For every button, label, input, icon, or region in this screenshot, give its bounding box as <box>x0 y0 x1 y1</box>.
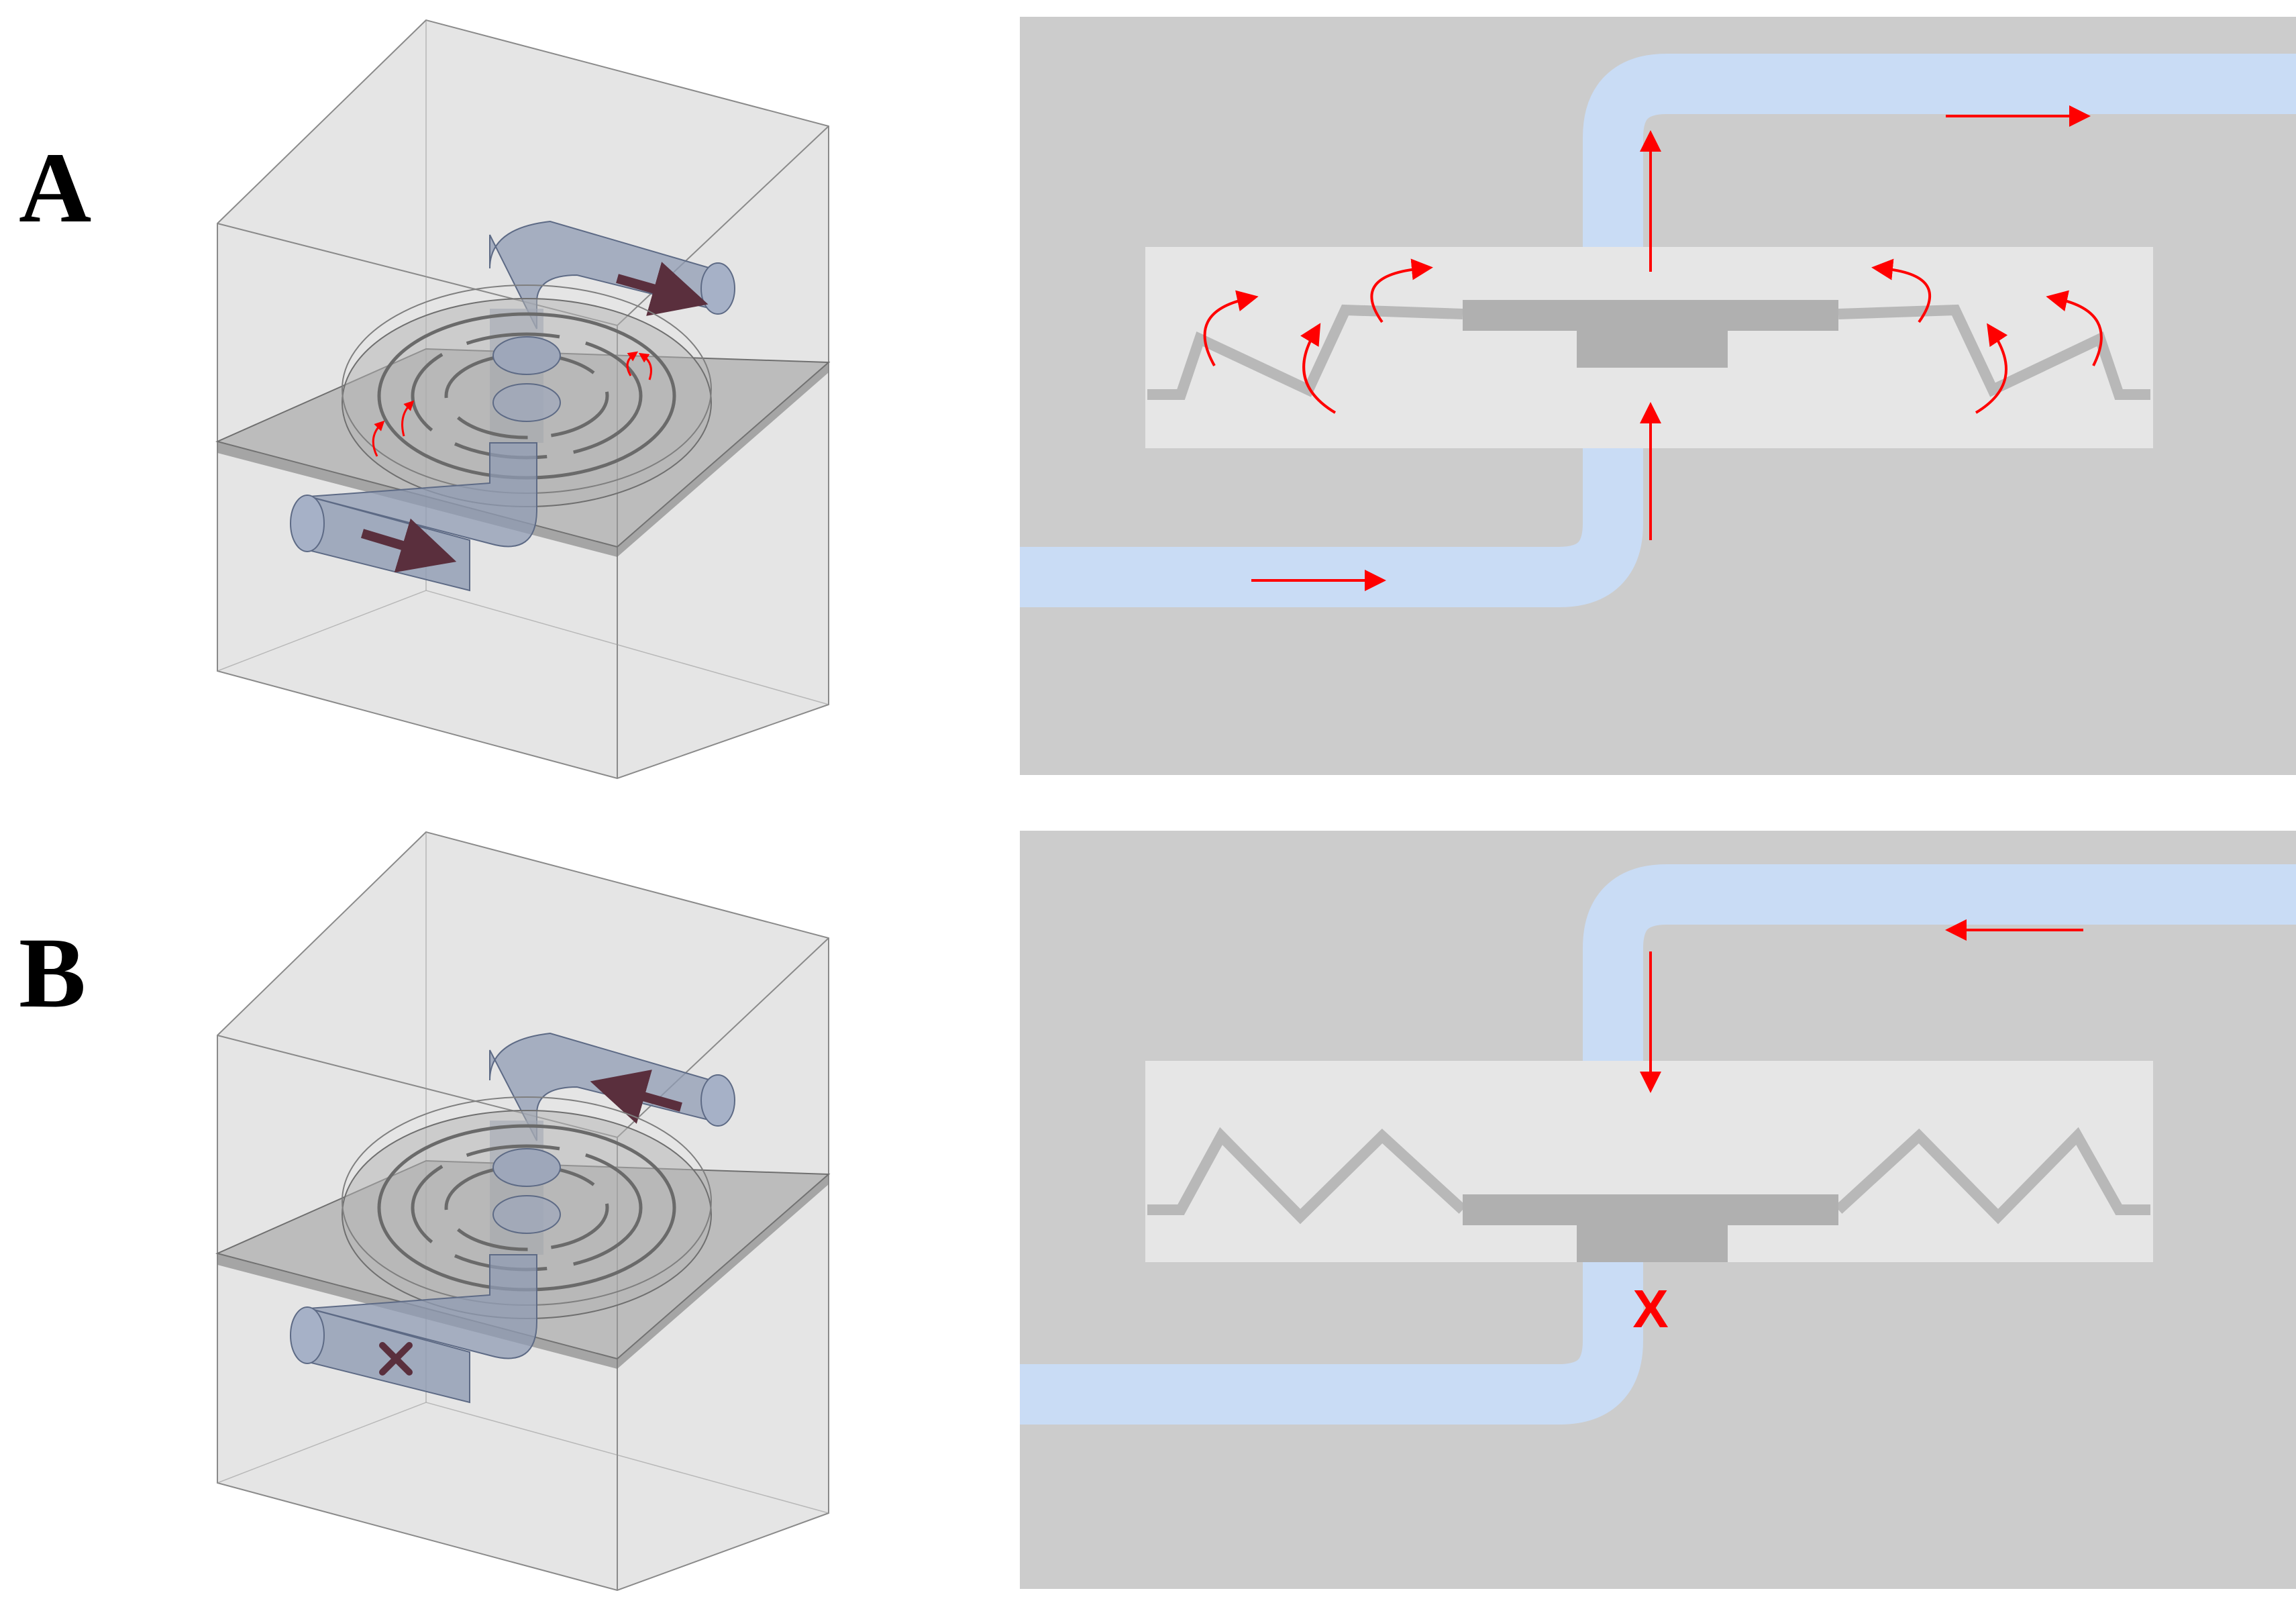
flow-arrows <box>1251 105 2091 591</box>
spring-left <box>1147 304 1463 400</box>
inlet-tube <box>290 442 537 592</box>
spring-right <box>1838 304 2150 400</box>
cross-section-view-b: X <box>1020 831 2296 1589</box>
isometric-valve-view-b <box>215 831 831 1592</box>
tube-arrow-bottom <box>360 518 457 573</box>
blocked-x-icon: X <box>1632 1279 1668 1339</box>
blocked-x-icon <box>379 1342 413 1376</box>
leaf-deflection-arrows <box>372 351 652 457</box>
tube-arrow-top <box>616 262 709 316</box>
spring-right <box>1834 1127 2150 1225</box>
cross-section-view-a <box>1020 17 2296 775</box>
spring-left <box>1147 1127 1467 1225</box>
flow-arrows <box>1640 919 2083 1093</box>
outlet-channel <box>1583 54 2296 252</box>
inlet-tube <box>290 1254 537 1404</box>
panel-label-b: B <box>19 917 87 1029</box>
panel-label-a: A <box>19 132 92 244</box>
inlet-channel <box>1020 433 1643 607</box>
isometric-valve-view-a <box>215 19 831 780</box>
outlet-channel <box>1583 864 2296 1066</box>
leaf-deflection-arrows <box>1203 258 2103 414</box>
piston-head <box>1577 315 1728 368</box>
tube-arrow-top <box>590 1070 682 1124</box>
piston-head <box>1577 1210 1728 1262</box>
inlet-channel <box>1020 1247 1643 1425</box>
